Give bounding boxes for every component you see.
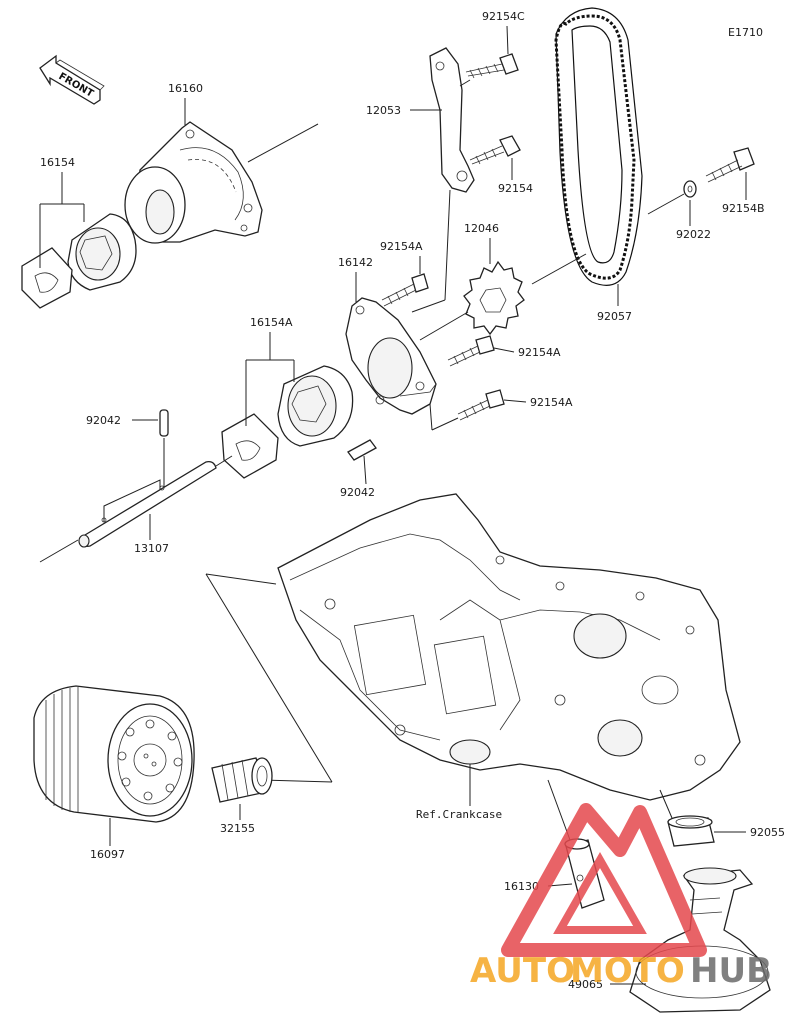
diagram-code: E1710 (728, 26, 763, 39)
pump-shaft-13107 (78, 460, 217, 548)
front-arrow-icon: FRONT (39, 54, 105, 105)
inner-rotor-16154a (221, 413, 279, 479)
automotohub-logo: AUTO MOTO HUB (470, 803, 772, 991)
label-92042-low: 92042 (340, 486, 375, 499)
label-92154a-mid: 92154A (518, 346, 561, 359)
label-92055: 92055 (750, 826, 785, 839)
ref-crankcase: Ref.Crankcase (416, 808, 502, 821)
inner-rotor-16154 (21, 247, 73, 309)
label-16154: 16154 (40, 156, 75, 169)
label-12046: 12046 (464, 222, 499, 235)
watermark-moto: MOTO (570, 951, 685, 991)
label-92154a-top: 92154A (380, 240, 423, 253)
label-49065: 49065 (568, 978, 603, 991)
label-92154a-low: 92154A (530, 396, 573, 409)
cam-chain (554, 7, 643, 286)
label-92154c: 92154C (482, 10, 525, 23)
sprocket-12046 (463, 260, 525, 336)
watermark-auto: AUTO (470, 951, 575, 991)
label-92057: 92057 (597, 310, 632, 323)
washer-92022 (683, 180, 697, 198)
oil-filter-16097 (33, 685, 195, 823)
label-92022: 92022 (676, 228, 711, 241)
label-16142: 16142 (338, 256, 373, 269)
outer-rotor-16154a (277, 365, 354, 447)
label-92154: 92154 (498, 182, 533, 195)
bolt-92154 (469, 135, 521, 165)
crankcase (277, 493, 741, 801)
label-16130: 16130 (504, 880, 539, 893)
watermark-hub: HUB (690, 951, 772, 991)
label-16160: 16160 (168, 82, 203, 95)
bolt-92154a-low (457, 389, 505, 421)
fitting-32155 (211, 757, 273, 803)
pump-cover-16142 (345, 297, 437, 415)
label-12053: 12053 (366, 104, 401, 117)
chain-guide (429, 47, 475, 193)
label-32155: 32155 (220, 822, 255, 835)
fitting-92055 (667, 815, 715, 847)
label-16154a: 16154A (250, 316, 293, 329)
label-13107: 13107 (134, 542, 169, 555)
outer-rotor-16154 (67, 213, 137, 291)
label-16097: 16097 (90, 848, 125, 861)
bolt-92154a-top (381, 273, 429, 307)
oil-pump-housing (124, 121, 263, 244)
bolt-92154b (705, 147, 755, 183)
label-92154b: 92154B (722, 202, 765, 215)
pin-92042-top (159, 409, 169, 437)
bolt-92154a-mid (447, 335, 495, 367)
label-92042-top: 92042 (86, 414, 121, 427)
pin-92042-low (347, 439, 377, 461)
bolt-92154c (459, 53, 519, 87)
